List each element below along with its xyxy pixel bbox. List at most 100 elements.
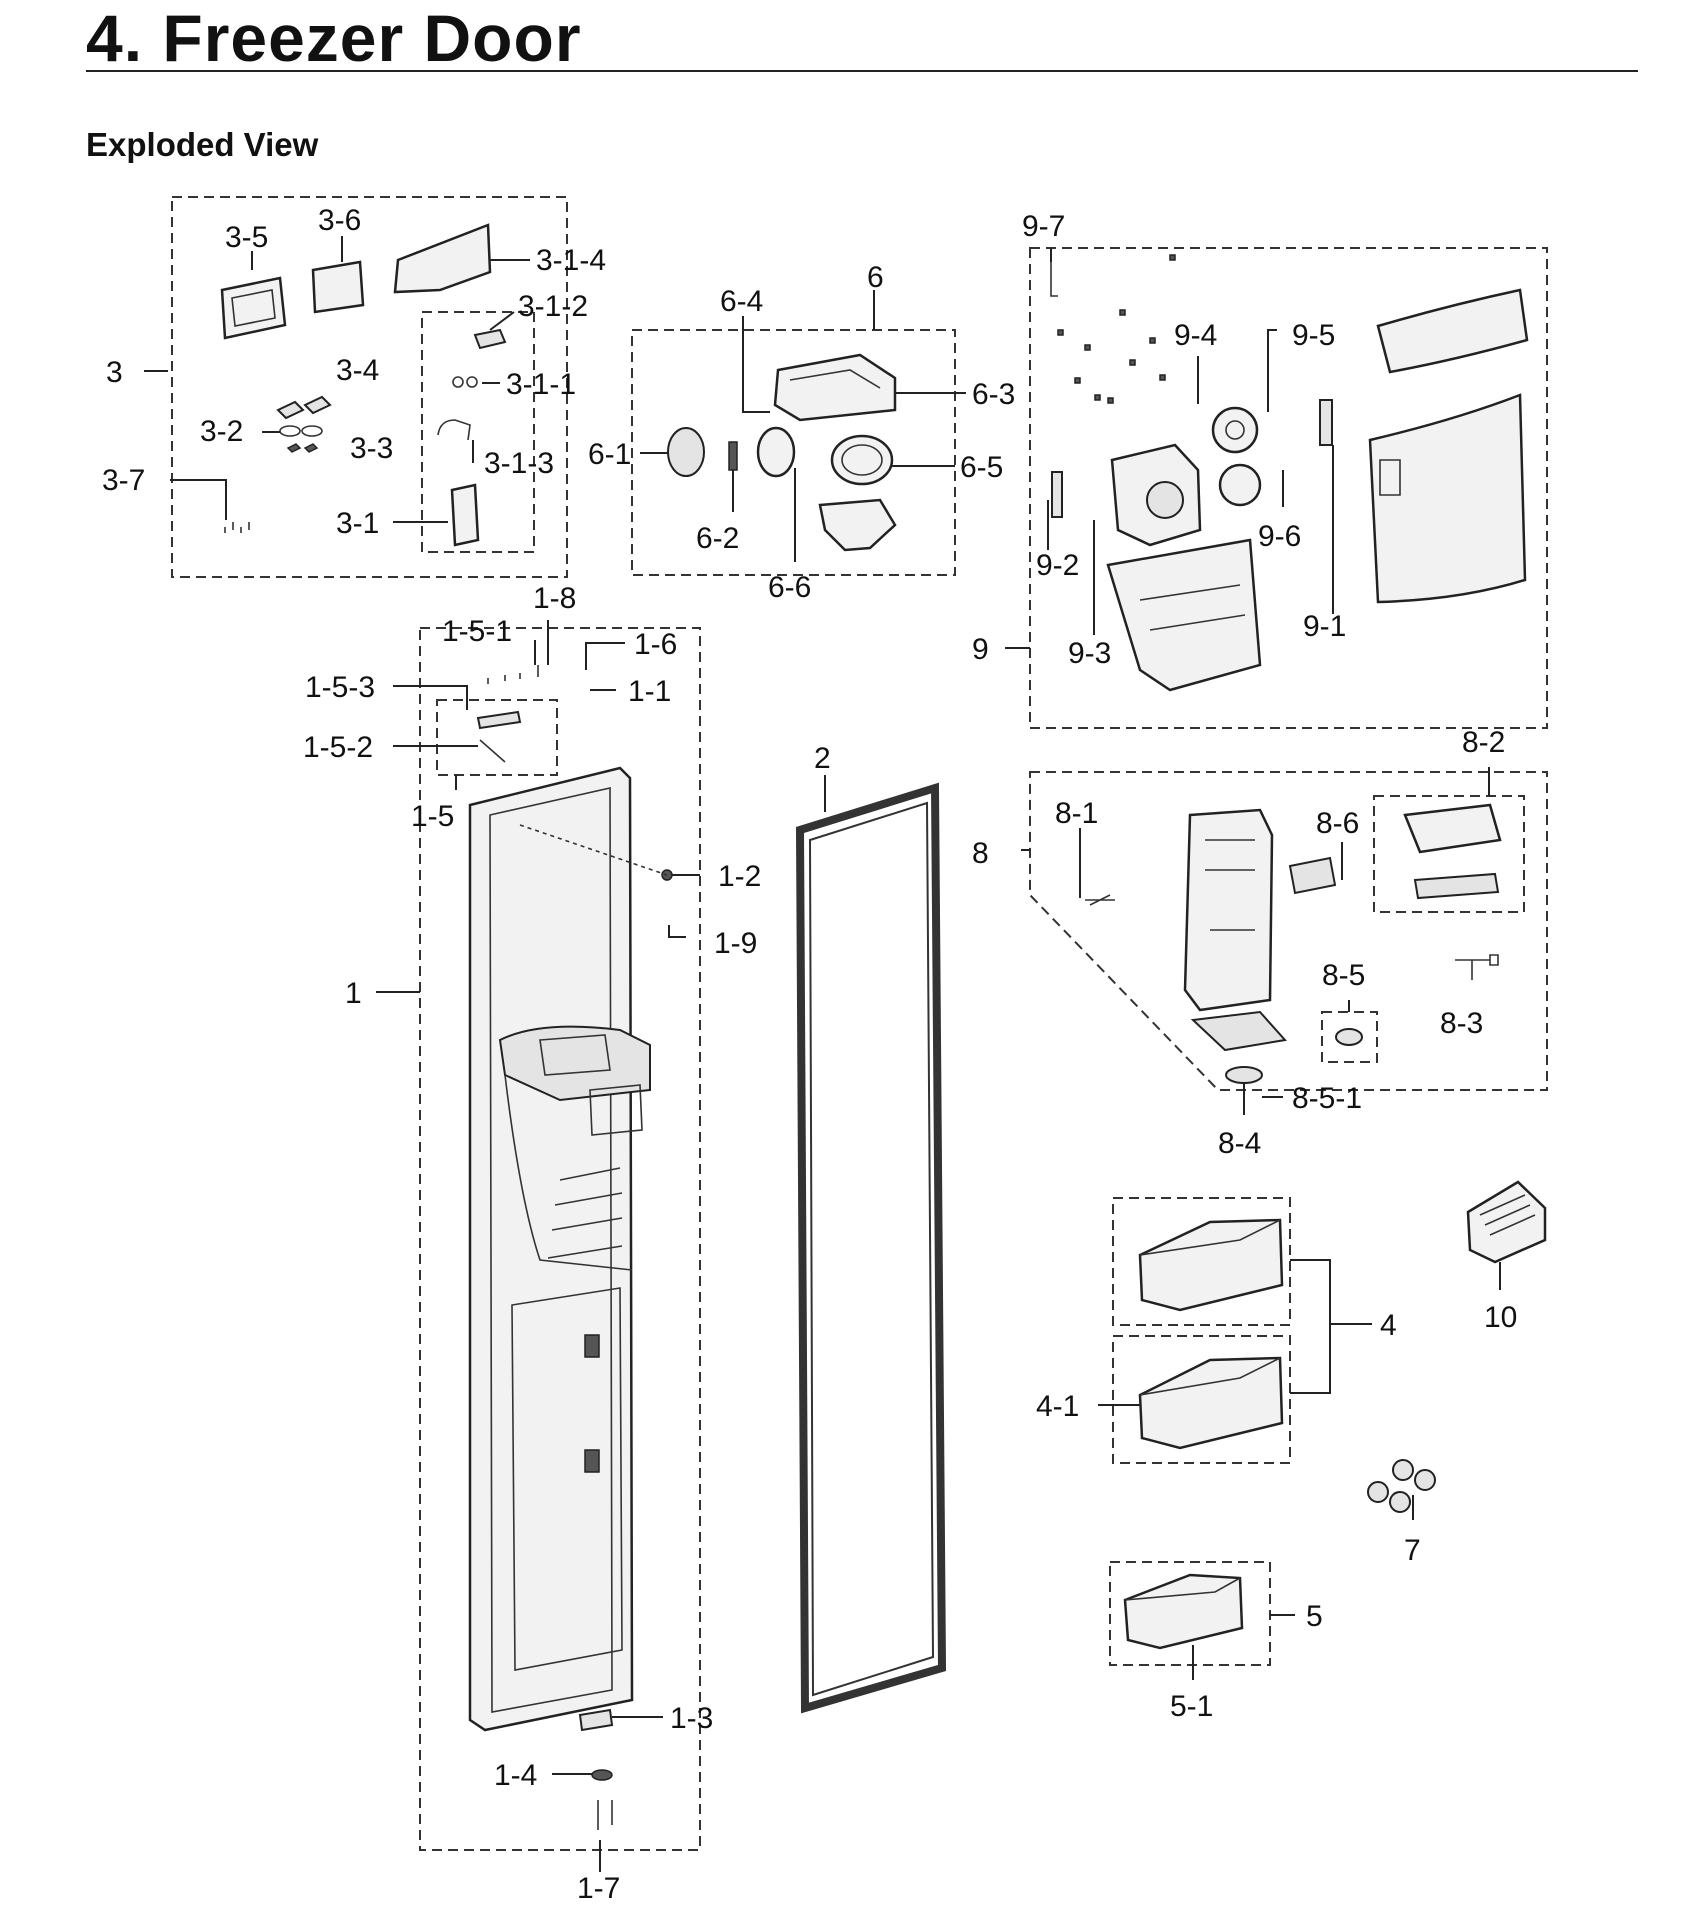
part-4-guard-lower-rim [1139, 1357, 1281, 1396]
part-3-1-2 [473, 328, 507, 350]
part-1-door-inner-edge [489, 787, 613, 1713]
part-6-3-housing [773, 353, 897, 422]
part-3-3 [286, 443, 319, 453]
part-4-1-guard-lower [1138, 1356, 1284, 1450]
part-2-gasket-inner [808, 801, 935, 1697]
part-3-1-bracket [450, 483, 480, 547]
label-3-3: 3-3 [350, 432, 393, 465]
label-5-1: 5-1 [1170, 1690, 1213, 1723]
part-6-6-bracket [818, 498, 897, 552]
part-9-bucket [1106, 538, 1262, 692]
title-divider [86, 70, 1638, 72]
label-6-3: 6-3 [972, 378, 1015, 411]
group-9-boundary [1029, 247, 1548, 729]
leader-9-5 [1267, 329, 1277, 412]
group-9-ice-maker: 9-7 9-4 9-5 9-6 9-2 9-1 9-3 9 [972, 210, 1548, 729]
label-3-2: 3-2 [200, 415, 243, 448]
part-3-7-screws [224, 522, 250, 533]
label-1-1: 1-1 [628, 675, 671, 708]
part-8-2-top [1403, 803, 1502, 854]
part-9-cover-body [1368, 393, 1527, 604]
label-1-5: 1-5 [411, 800, 454, 833]
part-4-guard-upper [1138, 1218, 1284, 1312]
part-8-3 [1455, 954, 1499, 980]
label-3-4: 3-4 [336, 354, 379, 387]
part-1-4-washer [591, 1769, 613, 1781]
part-6-4-gear [756, 426, 796, 478]
group-7-casters: 7 [1367, 1459, 1436, 1567]
part-1-5-2 [479, 739, 506, 763]
label-4-1: 4-1 [1036, 1390, 1079, 1423]
label-3-1-3: 3-1-3 [484, 447, 554, 480]
part-3-4-a [276, 400, 305, 420]
part-1-door-frame [468, 766, 634, 1732]
label-8-2: 8-2 [1462, 726, 1505, 759]
label-9: 9 [972, 633, 989, 666]
label-1-5-2: 1-5-2 [303, 731, 373, 764]
part-7-caster-c [1392, 1459, 1414, 1481]
part-1-2-guide [519, 824, 668, 876]
part-8-blade [1190, 1010, 1287, 1052]
leader-1-5-3 [393, 685, 468, 710]
part-1-5-3 [476, 710, 522, 730]
group-6-motor: 6 6-4 6-3 6-1 6-5 6-2 6-6 [588, 261, 1015, 604]
part-8-body-detail [1205, 839, 1255, 931]
part-1-display-window [589, 1084, 643, 1136]
part-8-4 [1225, 1066, 1263, 1084]
label-1-5-3: 1-5-3 [305, 671, 375, 704]
part-8-6 [1288, 856, 1337, 895]
leader-3-1-2 [489, 311, 515, 331]
label-3-1: 3-1 [336, 507, 379, 540]
group-8-dispenser: 8 8-1 8-2 8-6 8-5 8-3 8-5-1 8-4 [972, 726, 1548, 1160]
leader-1-9 [668, 925, 686, 938]
part-5-1-shelf [1123, 1573, 1244, 1650]
part-9-bucket-ribs [1139, 584, 1246, 631]
part-6-5-ring [830, 434, 894, 486]
label-8: 8 [972, 837, 989, 870]
part-8-body [1183, 808, 1274, 1012]
label-1-3: 1-3 [670, 1702, 713, 1735]
part-1-dispenser-recess [498, 1025, 651, 1102]
part-3-1-3-wire [437, 419, 471, 441]
part-9-5-cover-top [1376, 288, 1529, 374]
label-1-2: 1-2 [718, 860, 761, 893]
part-3-2-b [301, 425, 323, 437]
leader-4 [1290, 1259, 1372, 1394]
part-9-4-gear [1211, 406, 1259, 454]
label-3-7: 3-7 [102, 464, 145, 497]
part-1-vents [547, 1167, 623, 1259]
part-3-2-a [279, 425, 301, 437]
part-1-5-1-screws [487, 665, 539, 684]
part-9-small-screws [1057, 254, 1176, 404]
label-6-5: 6-5 [960, 451, 1003, 484]
group-10-bucket: 10 [1466, 1180, 1547, 1334]
label-3-6: 3-6 [318, 204, 361, 237]
label-8-6: 8-6 [1316, 807, 1359, 840]
label-9-6: 9-6 [1258, 520, 1301, 553]
label-9-5: 9-5 [1292, 319, 1335, 352]
label-1-7: 1-7 [577, 1872, 620, 1905]
part-8-5-1 [1335, 1028, 1363, 1046]
group-5-boundary [1109, 1561, 1271, 1666]
label-6: 6 [867, 261, 884, 294]
label-6-1: 6-1 [588, 438, 631, 471]
part-9-cover-latch [1379, 459, 1401, 496]
label-6-2: 6-2 [696, 522, 739, 555]
part-7-caster-d [1414, 1469, 1436, 1491]
group-8-5-boundary [1321, 1011, 1378, 1063]
group-3-boundary [171, 196, 568, 578]
part-8-2-bottom [1413, 872, 1500, 900]
part-3-6-display [311, 260, 365, 314]
label-3: 3 [106, 356, 123, 389]
label-9-3: 9-3 [1068, 637, 1111, 670]
part-3-5-board [220, 276, 287, 340]
label-1-8: 1-8 [533, 582, 576, 615]
part-7-caster-a [1367, 1481, 1389, 1503]
part-9-6-gear [1218, 463, 1262, 507]
leader-3-7 [170, 479, 227, 520]
label-10: 10 [1484, 1301, 1517, 1334]
label-3-1-2: 3-1-2 [518, 290, 588, 323]
part-3-1-1-b [466, 376, 478, 388]
part-6-5-inner [841, 444, 883, 476]
